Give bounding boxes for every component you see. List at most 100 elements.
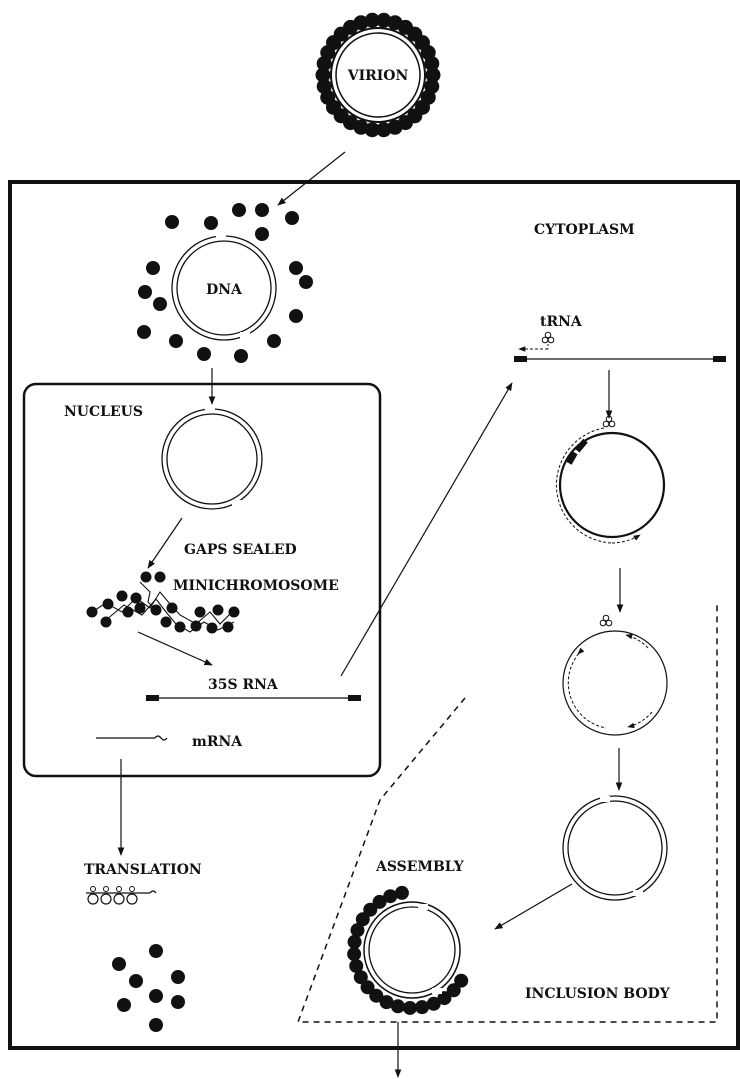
cytoplasmic-35s-rna [514, 356, 726, 362]
reverse-transcription-circle-2 [562, 614, 668, 736]
minus-strand-synthesis [611, 534, 641, 544]
coat-protein [117, 998, 131, 1012]
minichromosome-label: MINICHROMOSOME [173, 578, 339, 594]
released-coat-proteins [137, 203, 313, 363]
dna-gap [216, 233, 226, 239]
nucleosome [102, 598, 114, 610]
capsid-protein [315, 67, 331, 83]
coat-protein [146, 261, 160, 275]
virion-capsid [315, 12, 441, 138]
capsid-protein [369, 988, 384, 1003]
capsid-protein [364, 122, 380, 138]
capsid-protein [372, 894, 387, 909]
progeny-dna-gap [633, 890, 643, 896]
dna-label: DNA [206, 282, 243, 298]
capsid-protein [425, 67, 441, 83]
virion-label: VIRION [347, 68, 409, 84]
capsid-protein [347, 947, 362, 962]
rna-end-marker [566, 451, 578, 465]
coat-protein [255, 227, 269, 241]
capsid-protein [394, 885, 409, 900]
nuclear-dna-outer [161, 408, 263, 510]
plus-strand-synthesis [625, 633, 649, 649]
plus-strand-synthesis [627, 711, 653, 729]
coat-protein [232, 203, 246, 217]
cell-boundary [8, 180, 740, 1050]
assembling-capsid [347, 885, 469, 1015]
polysome-mrna-tail [149, 890, 157, 894]
nuclear-dna [161, 406, 263, 510]
nucleosome [194, 606, 206, 618]
nuclear-dna-gap [232, 500, 242, 506]
ribosome [100, 893, 112, 905]
coat-protein [204, 216, 218, 230]
nucleus-boundary [22, 382, 382, 778]
rna-end-marker [574, 438, 588, 453]
capsid-protein [426, 996, 441, 1011]
nucleosome [222, 621, 234, 633]
capsid-protein [353, 15, 369, 31]
coat-protein [299, 275, 313, 289]
coat-protein [149, 1018, 163, 1032]
nucleosome [154, 571, 166, 583]
coat-protein [165, 215, 179, 229]
minichromosome-strand [91, 591, 233, 625]
capsid-protein [424, 56, 440, 72]
mrna-label: mRNA [192, 734, 243, 750]
capsid-protein [415, 1000, 430, 1015]
capsid-protein [316, 78, 332, 94]
capsid-protein [360, 980, 375, 995]
nucleosome [212, 604, 224, 616]
assembling-virion [347, 885, 469, 1015]
coat-protein [171, 995, 185, 1009]
nucleosome [134, 602, 146, 614]
nucleosome [116, 590, 128, 602]
35s-rna-end [146, 695, 159, 701]
ribosome [113, 893, 125, 905]
mrna: mRNA [96, 734, 243, 750]
progeny-dna-outer [562, 795, 668, 901]
progeny-dna-gap [600, 796, 610, 802]
coat-protein [234, 349, 248, 363]
trna-label: tRNA [540, 314, 583, 330]
nucleosome [122, 606, 134, 618]
capsid-protein [376, 122, 392, 138]
virion: VIRION [315, 12, 441, 138]
rna-template-circle [558, 431, 666, 539]
capsid-protein [363, 902, 378, 917]
coat-protein [289, 261, 303, 275]
coat-protein [149, 989, 163, 1003]
inclusion-body-label: INCLUSION BODY [525, 986, 671, 1002]
coat-protein [169, 334, 183, 348]
ribosome-top [129, 886, 135, 892]
inclusion-body-boundary [296, 602, 718, 1023]
capsid-protein [355, 912, 370, 927]
assembly-dna-inner [368, 906, 456, 994]
plus-strand-synthesis [567, 649, 607, 729]
coat-protein [137, 325, 151, 339]
polysome [86, 886, 157, 905]
nuclear-dna-inner [166, 413, 258, 505]
coat-protein [255, 203, 269, 217]
gaps-sealed-label: GAPS SEALED [184, 542, 297, 558]
coat-protein [285, 211, 299, 225]
coat-protein [149, 944, 163, 958]
nucleosome [206, 622, 218, 634]
progeny-dna [562, 795, 668, 901]
35s-rna-label: 35S RNA [208, 677, 279, 693]
trna-icon [541, 331, 555, 344]
nucleosome [100, 616, 112, 628]
nucleosome [166, 602, 178, 614]
capsid-protein [437, 991, 452, 1006]
trna-icon [599, 614, 613, 627]
coat-protein [138, 285, 152, 299]
cytoplasm-label: CYTOPLASM [534, 222, 635, 238]
35s-rna [146, 695, 361, 701]
capsid-protein [349, 958, 364, 973]
nucleosome [160, 616, 172, 628]
trna-icon [602, 415, 616, 428]
ribosome-top [103, 886, 109, 892]
cytoplasmic-rna-end [713, 356, 726, 362]
capsid-protein [350, 923, 365, 938]
capsid-protein [454, 973, 469, 988]
